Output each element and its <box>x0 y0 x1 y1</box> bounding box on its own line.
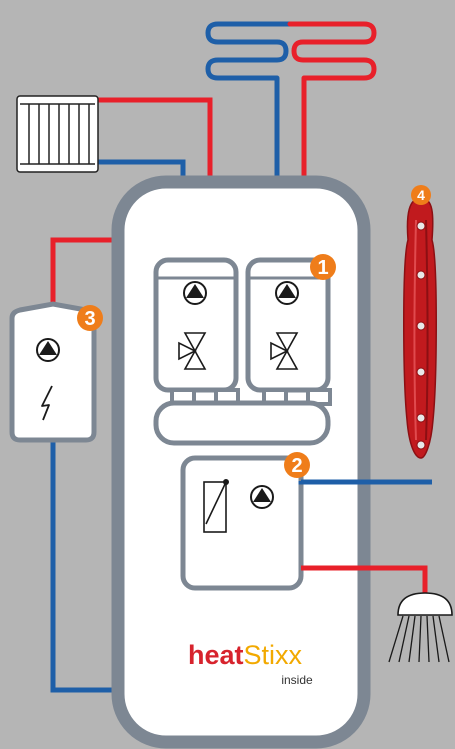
mixing-valve-icon <box>270 332 299 370</box>
logo-stixx: Stixx <box>244 640 303 670</box>
badge-4: 4 <box>411 185 431 205</box>
badge-3: 3 <box>77 305 103 331</box>
hot-water-pipe <box>301 565 428 598</box>
heat-pump-flow-pipe <box>50 237 126 312</box>
logo-tagline: inside <box>281 673 313 687</box>
lightning-icon <box>41 385 53 421</box>
pump-icon <box>183 281 207 305</box>
fresh-water-module <box>180 455 304 591</box>
badge-1-label: 1 <box>317 257 328 279</box>
mixing-valve-icon <box>178 332 207 370</box>
cold-water-pipe <box>298 479 432 485</box>
badge-1: 1 <box>310 254 336 280</box>
shower-icon <box>388 592 453 663</box>
heating-rod-icon <box>403 197 437 459</box>
svg-text:heatStixx: heatStixx <box>188 640 303 670</box>
badge-3-label: 3 <box>84 308 95 330</box>
radiator-icon <box>16 95 99 173</box>
badge-4-label: 4 <box>417 187 425 203</box>
pump-group-left <box>153 257 239 393</box>
heat-pump-unit <box>9 301 97 443</box>
distribution-manifold <box>153 388 332 446</box>
logo-heat: heat <box>188 640 244 670</box>
pump-icon <box>250 485 274 509</box>
badge-2: 2 <box>284 452 310 478</box>
heat-pump-return-pipe <box>50 438 126 693</box>
pump-icon <box>36 338 60 362</box>
pump-group-right <box>245 257 331 393</box>
pump-icon <box>275 281 299 305</box>
badge-2-label: 2 <box>291 455 302 477</box>
underfloor-heating-icon <box>205 21 377 251</box>
heatstixx-logo: heatStixx inside <box>188 640 313 687</box>
sensor-icon <box>203 479 229 533</box>
